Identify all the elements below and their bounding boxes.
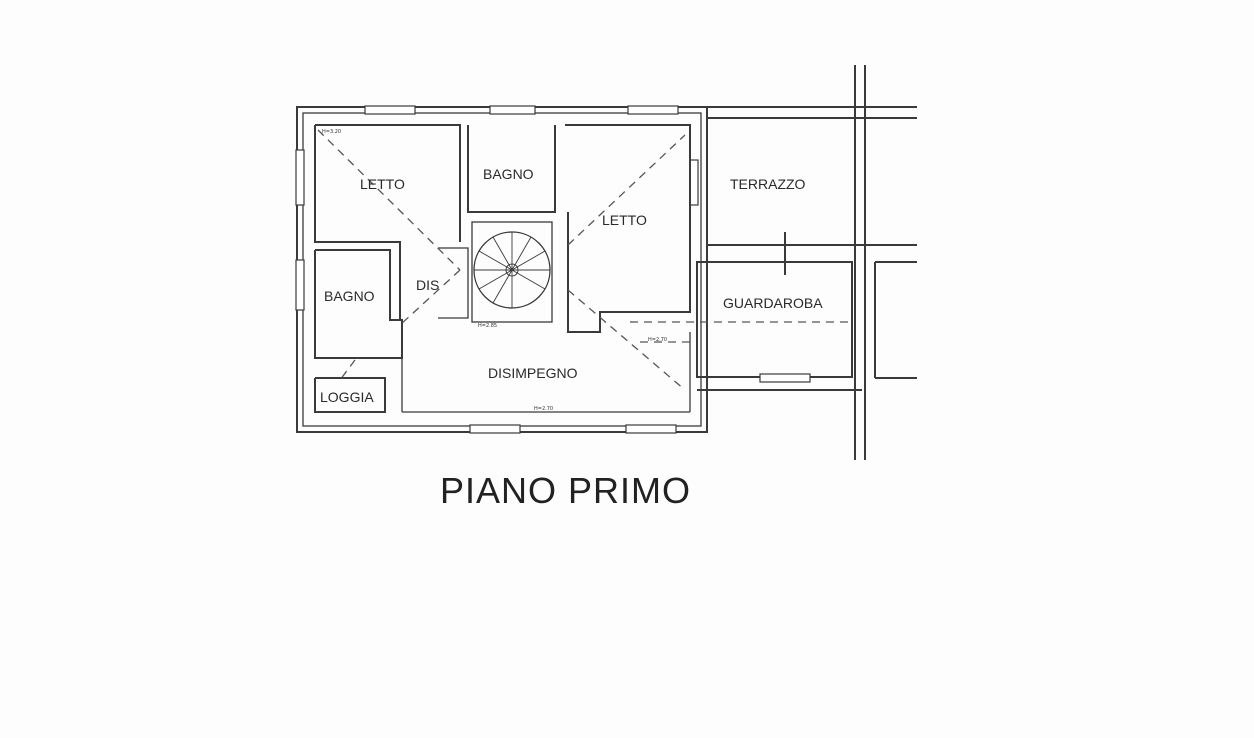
height-stair: H=2.85: [478, 323, 497, 329]
room-label-loggia: LOGGIA: [320, 389, 374, 405]
outer-walls: [296, 106, 708, 433]
room-label-terrazzo: TERRAZZO: [730, 176, 806, 192]
room-label-letto-1: LETTO: [360, 176, 405, 192]
room-label-dis: DIS: [416, 277, 439, 293]
interior-walls: [314, 124, 691, 413]
room-label-disimpegno: DISIMPEGNO: [488, 365, 578, 381]
plan-title: PIANO PRIMO: [440, 470, 691, 511]
overhead-dashed-lines: [317, 129, 850, 391]
windows: [295, 105, 699, 434]
room-label-bagno-left: BAGNO: [324, 288, 375, 304]
room-label-letto-2: LETTO: [602, 212, 647, 228]
height-letto-1: H=3.20: [322, 129, 341, 135]
room-label-bagno-top: BAGNO: [483, 166, 534, 182]
height-letto-2: H=2.70: [648, 337, 667, 343]
annex-walls: [696, 65, 917, 460]
room-label-guardaroba: GUARDAROBA: [723, 295, 823, 311]
spiral-staircase: [473, 231, 551, 309]
height-disimpegno: H=2.70: [534, 406, 553, 412]
